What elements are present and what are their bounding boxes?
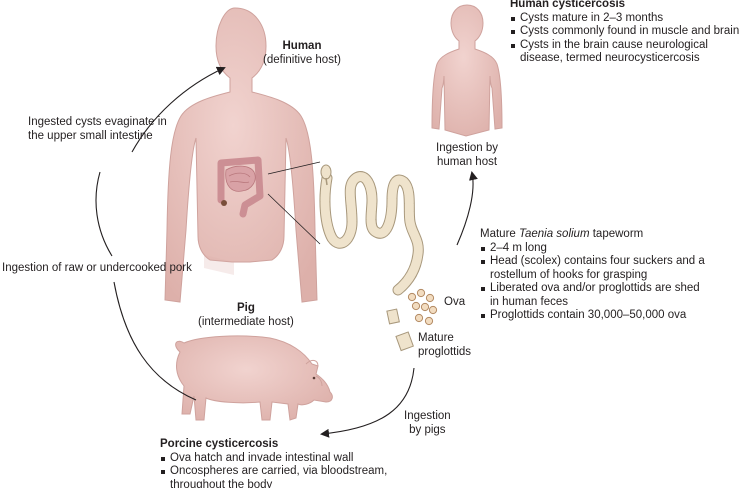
tapeworm-list-3: Proglottids contain 30,000–50,000 ova xyxy=(480,309,705,323)
tapeworm-bullet: 2–4 m long xyxy=(480,242,705,256)
human-subtitle: (definitive host) xyxy=(263,53,341,66)
lifecycle-arrows xyxy=(95,66,478,438)
porcine-cysticercosis-block: Porcine cysticercosis Ova hatch and inva… xyxy=(160,438,387,488)
porcine-bullet: Oncospheres are carried, via bloodstream… xyxy=(160,465,387,479)
human-cysticercosis-list: Cysts mature in 2–3 months Cysts commonl… xyxy=(510,12,739,53)
ova-cluster xyxy=(407,288,438,326)
proglottid-segments xyxy=(386,308,414,352)
human-cysticercosis-continuation: disease, termed neurocysticercosis xyxy=(520,52,700,64)
ingestion-human-line2: human host xyxy=(436,155,498,168)
intestine-illustration xyxy=(217,156,264,218)
tapeworm-list: 2–4 m long Head (scolex) contains four s… xyxy=(480,242,705,269)
pork-ingestion-label: Ingestion of raw or undercooked pork xyxy=(2,262,192,274)
tapeworm-continuation: in human feces xyxy=(490,295,568,308)
small-human-figure xyxy=(431,4,503,137)
porcine-list: Ova hatch and invade intestinal wall Onc… xyxy=(160,452,387,479)
evaginate-label: Ingested cysts evaginate in the upper sm… xyxy=(28,116,167,143)
arrow-cysts-to-human xyxy=(131,66,226,153)
pig-subtitle: (intermediate host) xyxy=(198,315,294,328)
tapeworm-bullet: Proglottids contain 30,000–50,000 ova xyxy=(480,309,705,323)
tapeworm-bullet: Head (scolex) contains four suckers and … xyxy=(480,255,705,269)
pig-host-label: Pig (intermediate host) xyxy=(198,302,294,329)
tapeworm-species: Taenia solium xyxy=(519,228,590,240)
zoom-lines xyxy=(267,161,321,245)
ingestion-pigs-line1: Ingestion xyxy=(404,410,451,422)
porcine-title: Porcine cysticercosis xyxy=(160,438,279,450)
tapeworm-block: Mature Taenia solium tapeworm 2–4 m long… xyxy=(480,228,705,323)
arrow-pork-to-cysts xyxy=(95,171,113,257)
ingestion-pigs-label: Ingestion by pigs xyxy=(404,410,451,437)
proglottids-line1: Mature xyxy=(418,332,454,344)
porcine-continuation: throughout the body xyxy=(170,478,273,488)
human-cysticercosis-block: Human cysticercosis Cysts mature in 2–3 … xyxy=(510,0,739,66)
tapeworm-list-2: Liberated ova and/or proglottids are she… xyxy=(480,282,705,296)
porcine-bullet: Ova hatch and invade intestinal wall xyxy=(160,452,387,466)
arrow-to-small-human xyxy=(456,171,478,246)
pig-title: Pig xyxy=(236,302,255,314)
ingestion-pigs-line2: by pigs xyxy=(409,423,446,436)
ingestion-human-label: Ingestion by human host xyxy=(436,142,498,169)
tapeworm-title: Mature Taenia solium tapeworm xyxy=(480,228,705,242)
human-host-label: Human (definitive host) xyxy=(263,40,341,67)
proglottids-label: Mature proglottids xyxy=(418,332,471,359)
arrow-pig-to-pork xyxy=(113,281,197,401)
evaginate-line2: the upper small intestine xyxy=(28,129,153,142)
tapeworm-illustration xyxy=(319,164,424,296)
pig-figure xyxy=(175,335,333,421)
evaginate-line1: Ingested cysts evaginate in xyxy=(28,116,167,128)
human-title: Human xyxy=(282,40,322,52)
tapeworm-title-suffix: tapeworm xyxy=(589,228,644,240)
human-cysticercosis-bullet: Cysts mature in 2–3 months xyxy=(510,12,739,26)
tapeworm-bullet: Liberated ova and/or proglottids are she… xyxy=(480,282,705,296)
human-cysticercosis-title: Human cysticercosis xyxy=(510,0,626,10)
ova-label: Ova xyxy=(444,296,466,308)
human-cysticercosis-bullet: Cysts commonly found in muscle and brain xyxy=(510,25,739,39)
arrow-pigs-ingest xyxy=(320,367,415,438)
ingestion-human-line1: Ingestion by xyxy=(436,142,499,154)
proglottids-line2: proglottids xyxy=(418,345,472,358)
human-figure xyxy=(164,7,318,303)
human-cysticercosis-bullet: Cysts in the brain cause neurological xyxy=(510,39,739,53)
tapeworm-continuation: rostellum of hooks for grasping xyxy=(490,268,648,281)
tapeworm-title-prefix: Mature xyxy=(480,228,519,240)
